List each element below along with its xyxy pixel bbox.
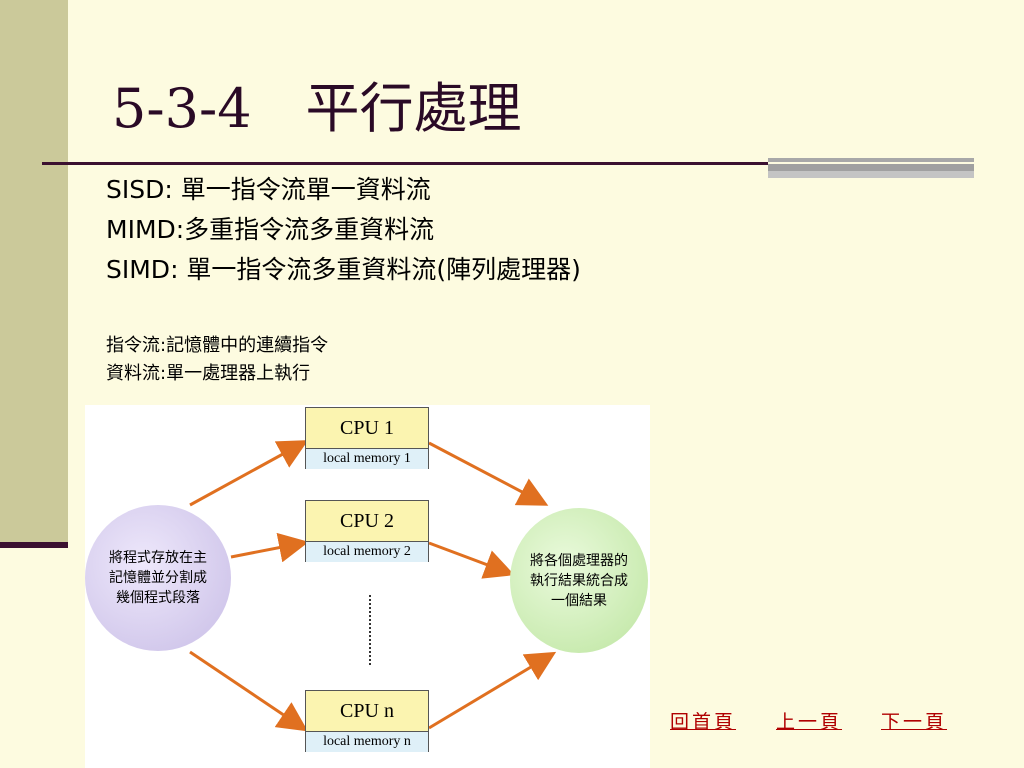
distribute-program-circle: 將程式存放在主 記憶體並分割成 幾個程式段落 (85, 505, 231, 651)
note-instruction-stream: 指令流:記憶體中的連續指令 (106, 335, 329, 356)
left-circle-line: 記憶體並分割成 (109, 570, 207, 586)
arrow-to-cpu1 (189, 440, 309, 507)
local-memory-label: local memory 1 (306, 448, 428, 469)
bullet-simd: SIMD: 單一指令流多重資料流(陣列處理器) (106, 255, 581, 284)
local-memory-label: local memory n (306, 731, 428, 752)
arrow-from-cpu2 (428, 541, 515, 579)
bullet-list: SISD: 單一指令流單一資料流 MIMD:多重指令流多重資料流 SIMD: 單… (106, 170, 581, 290)
ellipsis-dots (369, 595, 373, 665)
arrow-from-cpun (428, 651, 557, 730)
arrow-to-cpu2 (230, 532, 309, 563)
merge-results-circle: 將各個處理器的 執行結果統合成 一個結果 (510, 508, 648, 653)
prev-page-link[interactable]: 上一頁 (776, 711, 843, 733)
right-circle-line: 一個結果 (551, 592, 607, 609)
title-rule-accent (768, 158, 974, 178)
arrow-from-cpu1 (428, 441, 549, 506)
arrow-to-cpun (189, 650, 308, 732)
side-bar (0, 0, 68, 545)
right-circle-line: 將各個處理器的 (530, 552, 628, 569)
left-circle-line: 幾個程式段落 (116, 590, 200, 606)
note-data-stream: 資料流:單一處理器上執行 (106, 363, 311, 384)
cpu-label: CPU 1 (306, 408, 428, 448)
cpu-box-1: CPU 1 local memory 1 (305, 407, 429, 469)
title-rule (42, 162, 974, 165)
bullet-sisd: SISD: 單一指令流單一資料流 (106, 175, 431, 204)
cpu-label: CPU 2 (306, 501, 428, 541)
simd-diagram: 將程式存放在主 記憶體並分割成 幾個程式段落 CPU 1 local memor… (85, 405, 650, 768)
next-page-link[interactable]: 下一頁 (881, 711, 948, 733)
home-link[interactable]: 回首頁 (670, 711, 737, 733)
slide-title: 5-3-4 平行處理 (112, 77, 522, 140)
cpu-label: CPU n (306, 691, 428, 731)
cpu-box-2: CPU 2 local memory 2 (305, 500, 429, 562)
cpu-box-n: CPU n local memory n (305, 690, 429, 752)
local-memory-label: local memory 2 (306, 541, 428, 562)
right-circle-line: 執行結果統合成 (530, 572, 628, 589)
left-circle-line: 將程式存放在主 (109, 550, 207, 566)
notes: 指令流:記憶體中的連續指令 資料流:單一處理器上執行 (106, 332, 328, 388)
diagram-arrows (189, 440, 557, 732)
side-divider (0, 542, 68, 548)
bullet-mimd: MIMD:多重指令流多重資料流 (106, 215, 435, 244)
